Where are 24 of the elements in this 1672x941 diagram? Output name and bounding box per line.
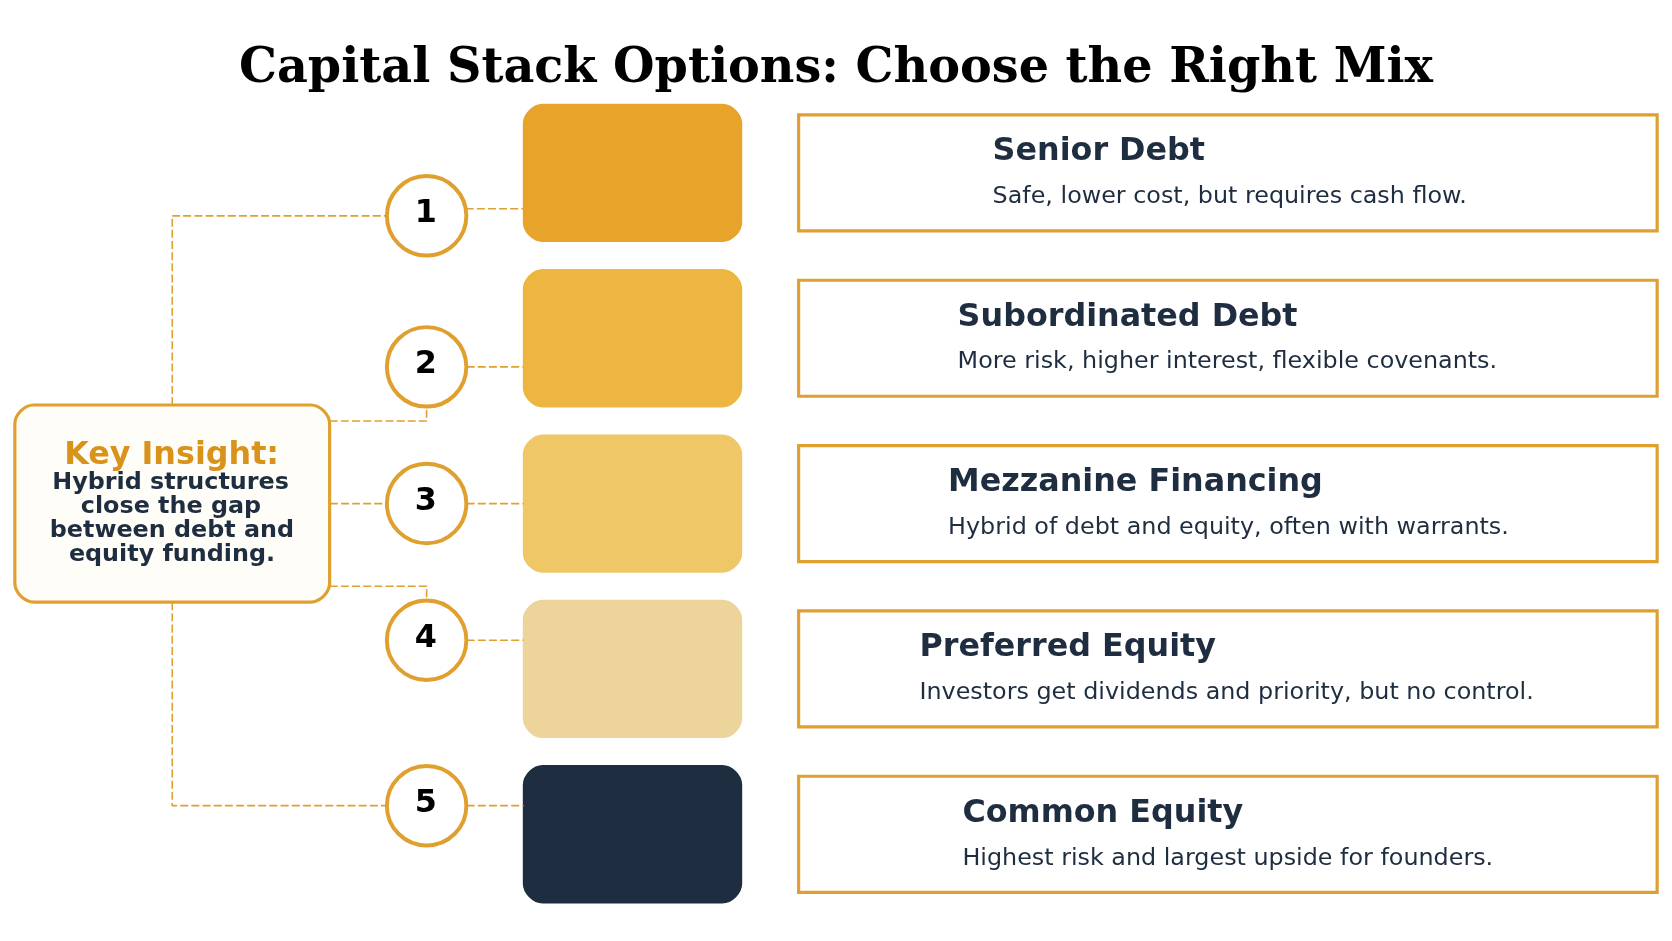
- node-box: [522, 268, 743, 407]
- connector: [466, 639, 525, 641]
- connector: [465, 207, 525, 209]
- connector: [466, 502, 525, 504]
- node-box: [522, 599, 743, 738]
- node-circle: 3: [384, 461, 469, 545]
- node-box: Mezzanine Financing Hybrid of debt and equity, often with warrants.: [797, 443, 1659, 563]
- node-box: Subordinated Debt More risk, higher interest, flexible covenants.: [797, 278, 1659, 398]
- node-circle: 4: [384, 598, 469, 682]
- node-box: Common Equity Highest risk and largest upside for founders.: [797, 774, 1659, 894]
- node-box: Senior Debt Safe, lower cost, but requires cash flow.: [797, 112, 1659, 232]
- diagram-title: Capital Stack Options: Choose the Right Mix: [239, 36, 1433, 93]
- connector: [466, 365, 525, 368]
- connector: [466, 804, 525, 806]
- node-box: Key Insight: Hybrid structures close the gap between debt and equity funding.: [13, 402, 332, 604]
- node-box: [522, 764, 743, 903]
- node-circle: 5: [384, 763, 469, 847]
- node-box: [522, 103, 743, 242]
- node-box: [522, 433, 743, 573]
- connector: [171, 601, 388, 806]
- node-circle: 1: [384, 173, 469, 258]
- node-box: Preferred Equity Investors get dividends and priority, but no control.: [797, 608, 1659, 729]
- node-circle: 2: [384, 324, 469, 409]
- connector: [171, 214, 388, 406]
